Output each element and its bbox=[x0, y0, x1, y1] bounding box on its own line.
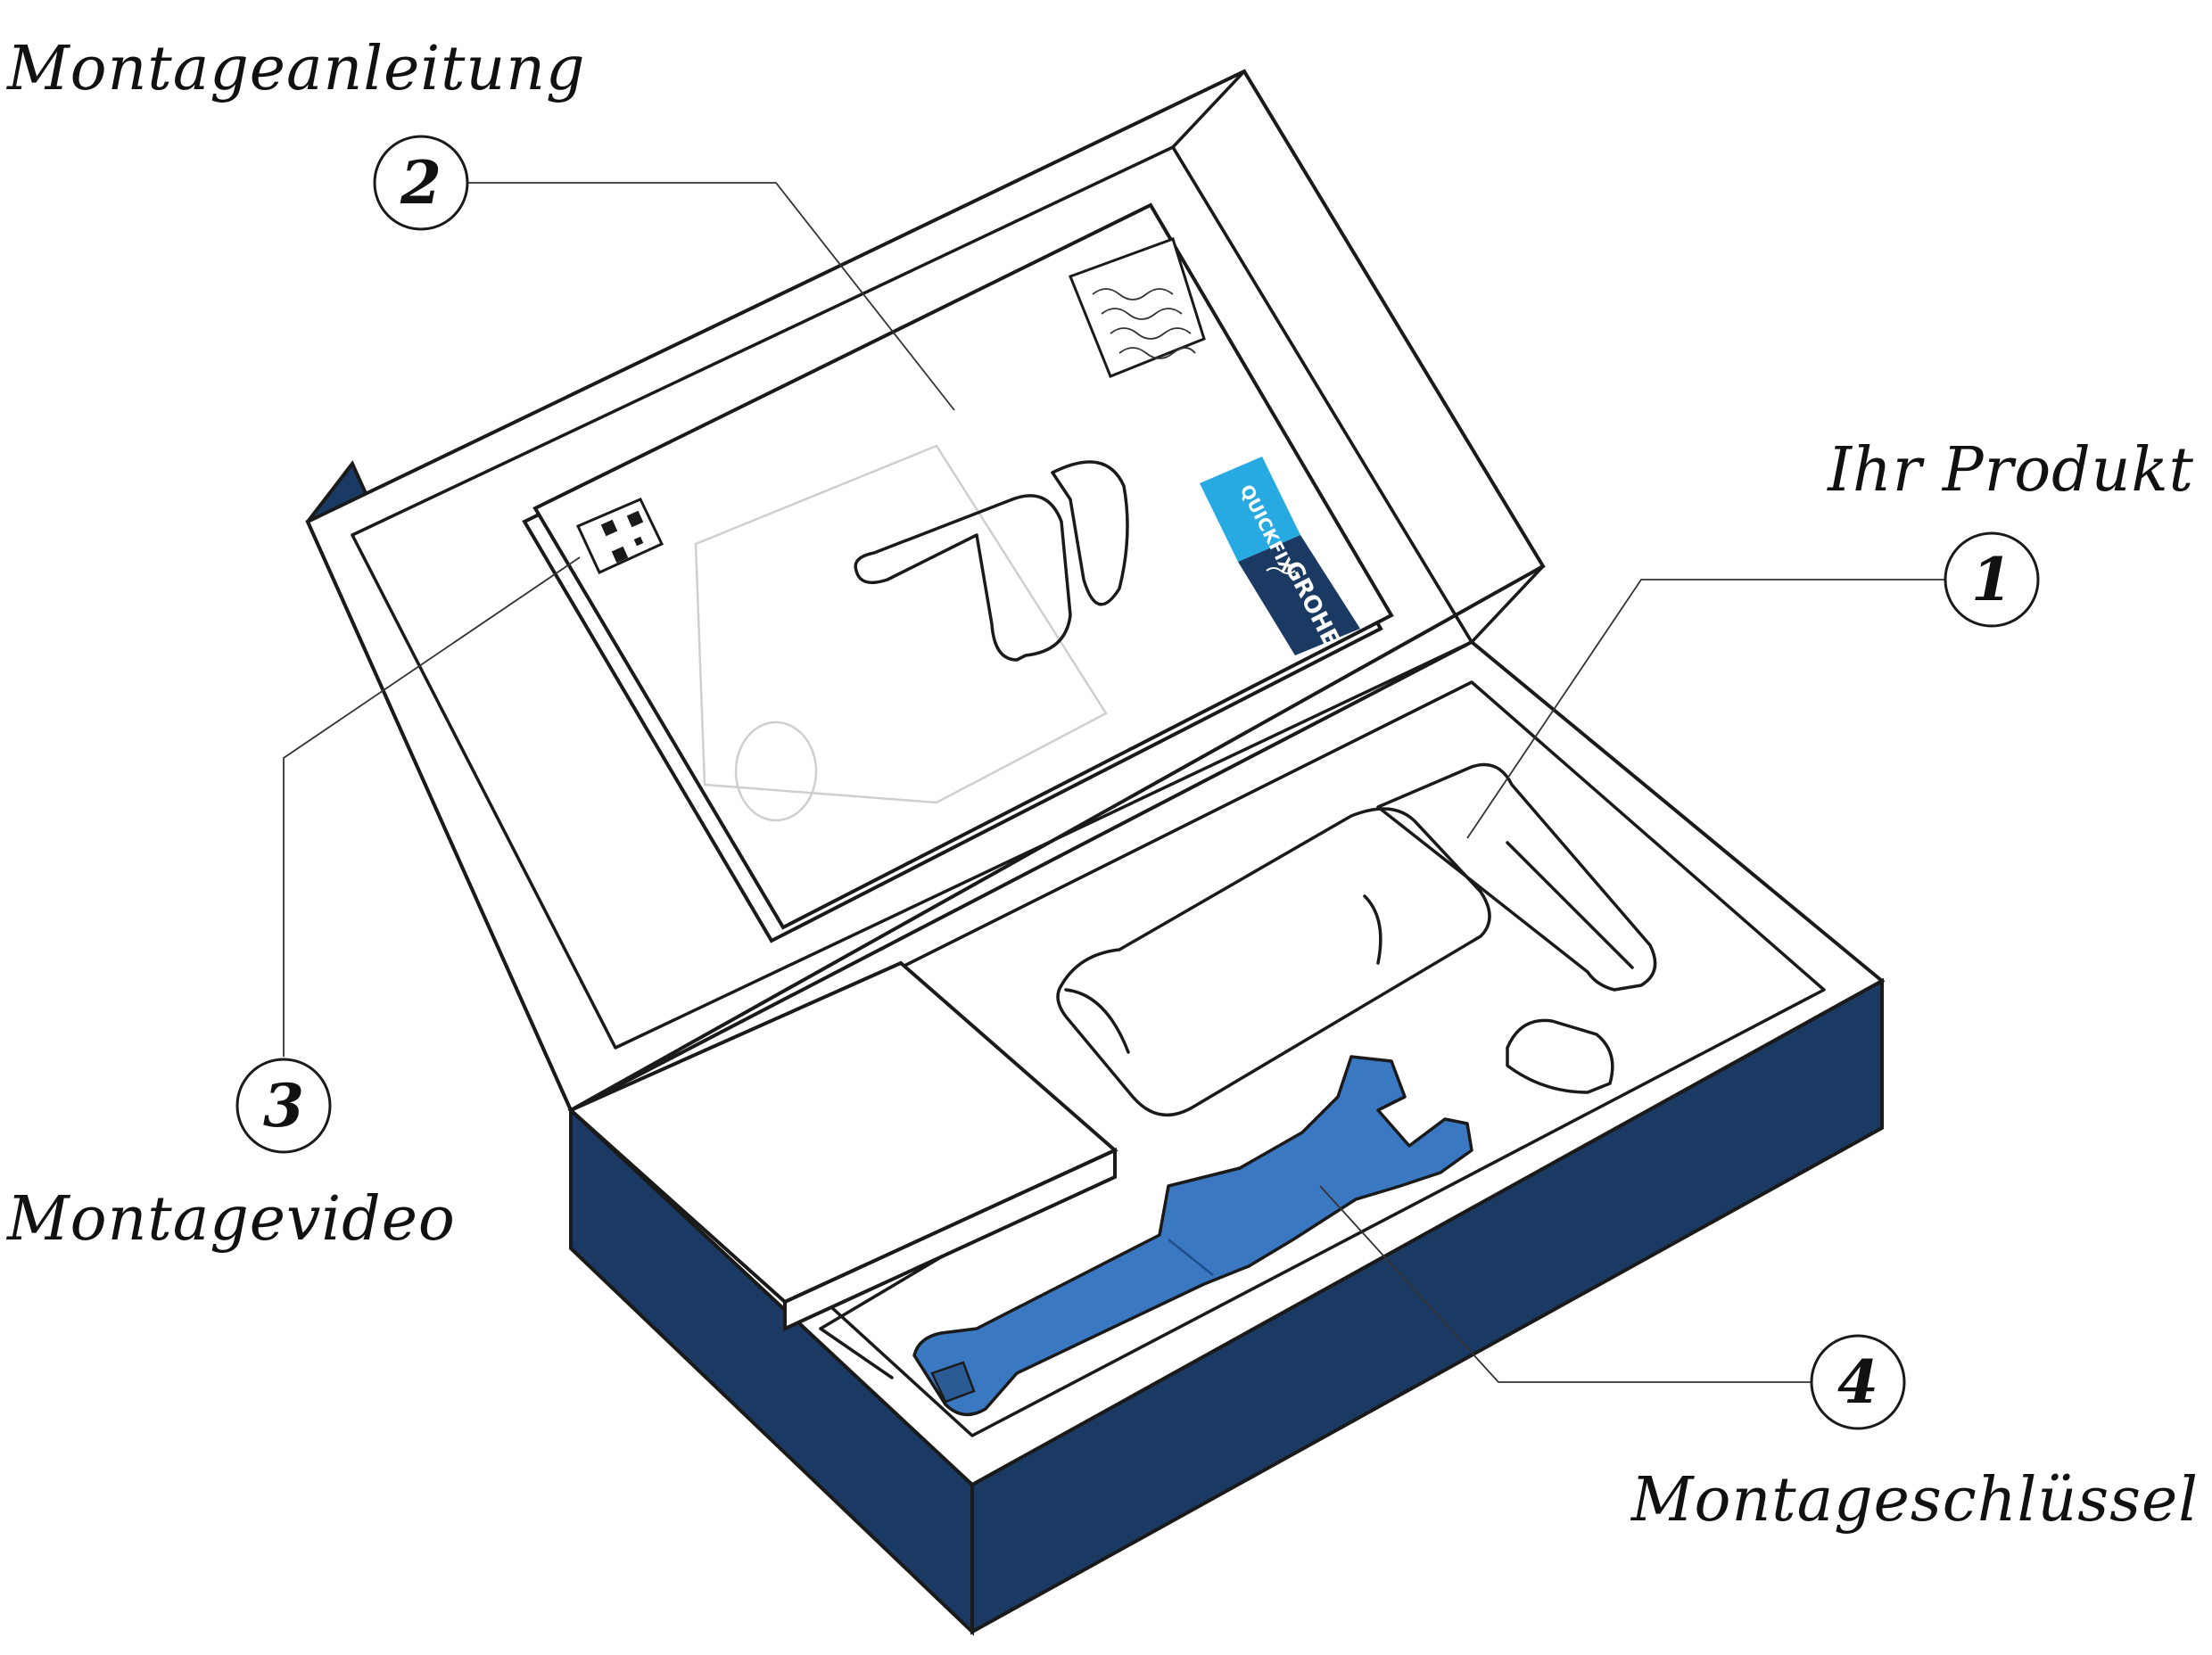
qr-code bbox=[575, 498, 664, 574]
label-wrench: Montageschlüssel bbox=[1630, 1465, 2199, 1536]
callout-circle bbox=[373, 135, 469, 231]
callout-number: 1 bbox=[1971, 545, 2012, 614]
lid-fold bbox=[1171, 70, 1246, 149]
callout-4: 4 bbox=[1810, 1334, 1906, 1430]
booklet-sink-drain bbox=[734, 720, 818, 822]
label-manual: Montageanleitung bbox=[5, 34, 586, 104]
callout-1: 1 bbox=[1944, 531, 2040, 628]
quickfix-band bbox=[1200, 457, 1300, 562]
faucet-base-nub bbox=[1506, 1018, 1614, 1094]
faucet-curve bbox=[1363, 894, 1382, 965]
wave-icon bbox=[1069, 237, 1206, 378]
booklet-cover bbox=[532, 202, 1394, 930]
booklet-faucet-lever bbox=[1051, 460, 1129, 606]
label-video: Montagevideo bbox=[5, 1184, 456, 1255]
lid-fold bbox=[1470, 564, 1545, 644]
callout-circle bbox=[1944, 531, 2040, 628]
faucet-body bbox=[1056, 807, 1491, 1117]
callout-circle bbox=[1810, 1334, 1906, 1430]
wrench-shape bbox=[912, 1055, 1473, 1417]
faucet-lever-edge bbox=[1506, 841, 1634, 969]
grohe-band bbox=[1238, 535, 1360, 655]
booklet-sink-sketch bbox=[694, 444, 1108, 804]
product-faucet bbox=[1056, 762, 1657, 1117]
booklet-faucet-sketch bbox=[854, 494, 1072, 662]
leader-manual bbox=[468, 182, 955, 411]
wrench-ridge bbox=[1168, 1239, 1214, 1276]
callout-leaders bbox=[283, 182, 1944, 1383]
faucet-end bbox=[1064, 988, 1130, 1054]
wrench bbox=[912, 1055, 1473, 1417]
manual-booklet: QUICKFIX GROHE bbox=[522, 202, 1394, 943]
grohe-wave-mark bbox=[1266, 567, 1296, 574]
wrench-hex-socket bbox=[930, 1361, 976, 1404]
leader-wrench bbox=[1319, 1185, 1811, 1383]
box-tray-inner bbox=[614, 680, 1826, 1437]
callout-number: 4 bbox=[1837, 1347, 1878, 1417]
callout-number: 2 bbox=[400, 148, 442, 218]
callout-2: 2 bbox=[373, 135, 469, 231]
faucet-lever-holder bbox=[1376, 762, 1657, 992]
video-card-box bbox=[567, 960, 1118, 1332]
callout-number: 3 bbox=[263, 1071, 304, 1140]
callout-3: 3 bbox=[235, 1058, 332, 1154]
leader-video bbox=[283, 556, 581, 1057]
label-product: Ihr Produkt bbox=[1826, 435, 2194, 506]
callout-circle bbox=[235, 1058, 332, 1154]
leader-product bbox=[1466, 579, 1944, 839]
tray-rim-line bbox=[819, 1327, 894, 1379]
lid-fold bbox=[1171, 145, 1473, 644]
